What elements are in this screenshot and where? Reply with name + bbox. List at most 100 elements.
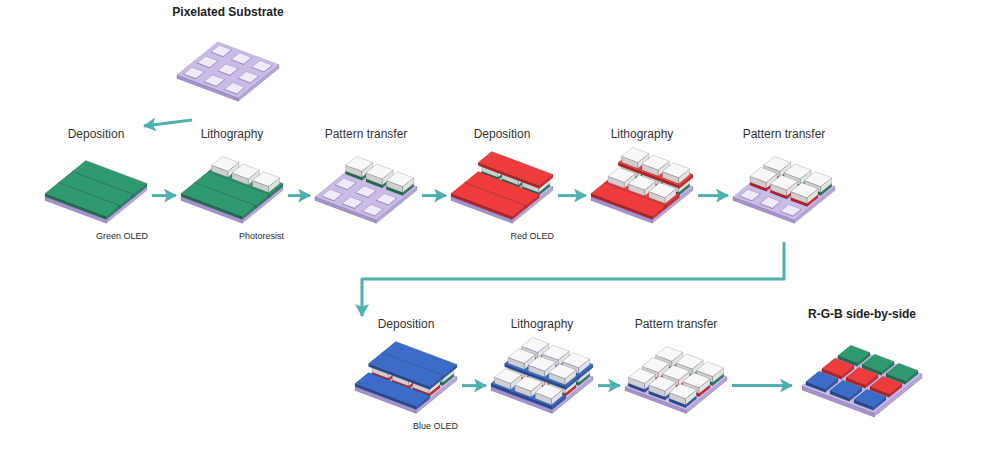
layer-top-face bbox=[356, 186, 376, 197]
layer-top-face bbox=[750, 167, 777, 182]
layer-top-face bbox=[562, 353, 589, 368]
step-heading: Pattern transfer bbox=[310, 126, 422, 142]
layer-top-face bbox=[804, 172, 831, 187]
flow-arrow bbox=[144, 120, 192, 126]
layer-top-face bbox=[45, 183, 120, 217]
flow-arrow bbox=[288, 194, 310, 197]
layer-top-face bbox=[822, 358, 854, 376]
layer-top-face bbox=[791, 183, 818, 198]
layer-top-face bbox=[184, 67, 204, 78]
layer-top-face bbox=[549, 364, 576, 379]
layer-top-face bbox=[177, 42, 279, 98]
layer-label: Red OLED bbox=[508, 231, 556, 242]
layer-top-face bbox=[806, 371, 838, 389]
layer-top-face bbox=[669, 384, 696, 399]
layer-top-face bbox=[696, 362, 723, 377]
layer-top-face bbox=[628, 369, 655, 384]
step-heading: Pattern transfer bbox=[620, 316, 732, 332]
step-heading: Deposition bbox=[40, 126, 152, 142]
step-heading: Pattern transfer bbox=[728, 126, 840, 142]
layer-top-face bbox=[335, 178, 355, 189]
process-step: Pattern transfer bbox=[728, 126, 840, 242]
step-heading: Deposition bbox=[350, 316, 462, 332]
flow-arrow bbox=[152, 194, 176, 197]
process-step: LithographyPhotoresist bbox=[176, 126, 288, 242]
layer-top-face bbox=[346, 156, 373, 171]
layer-top-face bbox=[515, 376, 542, 391]
flow-arrow bbox=[732, 384, 792, 387]
layer-top-face bbox=[854, 389, 886, 407]
layer-top-face bbox=[838, 345, 870, 363]
process-step: DepositionGreen OLED bbox=[40, 126, 152, 242]
layer-top-face bbox=[662, 163, 689, 178]
layer-top-face bbox=[252, 61, 272, 72]
layer-top-face bbox=[231, 53, 251, 64]
layer-top-face bbox=[528, 356, 555, 371]
layer-top-face bbox=[522, 337, 549, 352]
layer-top-face bbox=[204, 75, 224, 86]
process-step: Lithography bbox=[486, 316, 598, 432]
layer-top-face bbox=[608, 167, 635, 182]
layer-top-face bbox=[781, 205, 801, 216]
layer-label: Green OLED bbox=[94, 231, 150, 242]
layer-top-face bbox=[846, 367, 878, 385]
layer-top-face bbox=[764, 156, 791, 171]
layer-top-face bbox=[212, 156, 239, 171]
layer-top-face bbox=[451, 183, 526, 217]
layer-top-face bbox=[683, 373, 710, 388]
layer-top-face bbox=[211, 45, 231, 56]
layer-top-face bbox=[225, 83, 245, 94]
layer-top-face bbox=[218, 64, 238, 75]
layer-top-face bbox=[366, 164, 393, 179]
layer-top-face bbox=[542, 345, 569, 360]
layer-top-face bbox=[642, 155, 669, 170]
layer-top-face bbox=[649, 376, 676, 391]
process-step: DepositionRed OLED bbox=[446, 126, 558, 242]
layer-top-face bbox=[508, 349, 535, 364]
layer-top-face bbox=[642, 357, 669, 372]
layer-top-face bbox=[322, 189, 342, 200]
layer-top-face bbox=[649, 183, 676, 198]
layer-top-face bbox=[591, 183, 666, 217]
layer-top-face bbox=[886, 363, 918, 381]
layer-top-face bbox=[656, 346, 683, 361]
flow-arrow bbox=[362, 242, 784, 316]
layer-top-face bbox=[870, 376, 902, 394]
step-heading: Deposition bbox=[446, 126, 558, 142]
layer-top-face bbox=[238, 72, 258, 83]
process-step: Lithography bbox=[586, 126, 698, 242]
flow-arrow bbox=[422, 194, 446, 197]
layer-top-face bbox=[363, 205, 383, 216]
step-heading: R-G-B side-by-side bbox=[792, 306, 932, 322]
layer-top-face bbox=[622, 147, 649, 162]
process-step: Pattern transfer bbox=[310, 126, 422, 242]
layer-top-face bbox=[784, 164, 811, 179]
process-step: R-G-B side-by-side bbox=[792, 306, 932, 435]
layer-top-face bbox=[386, 172, 413, 187]
layer-top-face bbox=[197, 56, 217, 67]
layer-top-face bbox=[770, 175, 797, 190]
process-step: DepositionBlue OLED bbox=[350, 316, 462, 432]
layer-label: Blue OLED bbox=[411, 421, 460, 432]
layer-top-face bbox=[342, 197, 362, 208]
flow-arrow bbox=[598, 384, 620, 387]
layer-top-face bbox=[628, 175, 655, 190]
layer-top-face bbox=[252, 172, 279, 187]
layer-top-face bbox=[760, 197, 780, 208]
layer-top-face bbox=[355, 373, 430, 407]
flow-arrow bbox=[462, 384, 486, 387]
layer-top-face bbox=[830, 380, 862, 398]
step-heading: Lithography bbox=[586, 126, 698, 142]
step-heading: Lithography bbox=[176, 126, 288, 142]
layer-top-face bbox=[740, 189, 760, 200]
layer-top-face bbox=[232, 164, 259, 179]
layer-top-face bbox=[494, 369, 521, 384]
layer-top-face bbox=[376, 194, 396, 205]
layer-top-face bbox=[676, 354, 703, 369]
layer-top-face bbox=[662, 365, 689, 380]
layer-top-face bbox=[862, 354, 894, 372]
process-step: Pixelated Substrate bbox=[168, 4, 288, 120]
layer-top-face bbox=[181, 183, 256, 217]
